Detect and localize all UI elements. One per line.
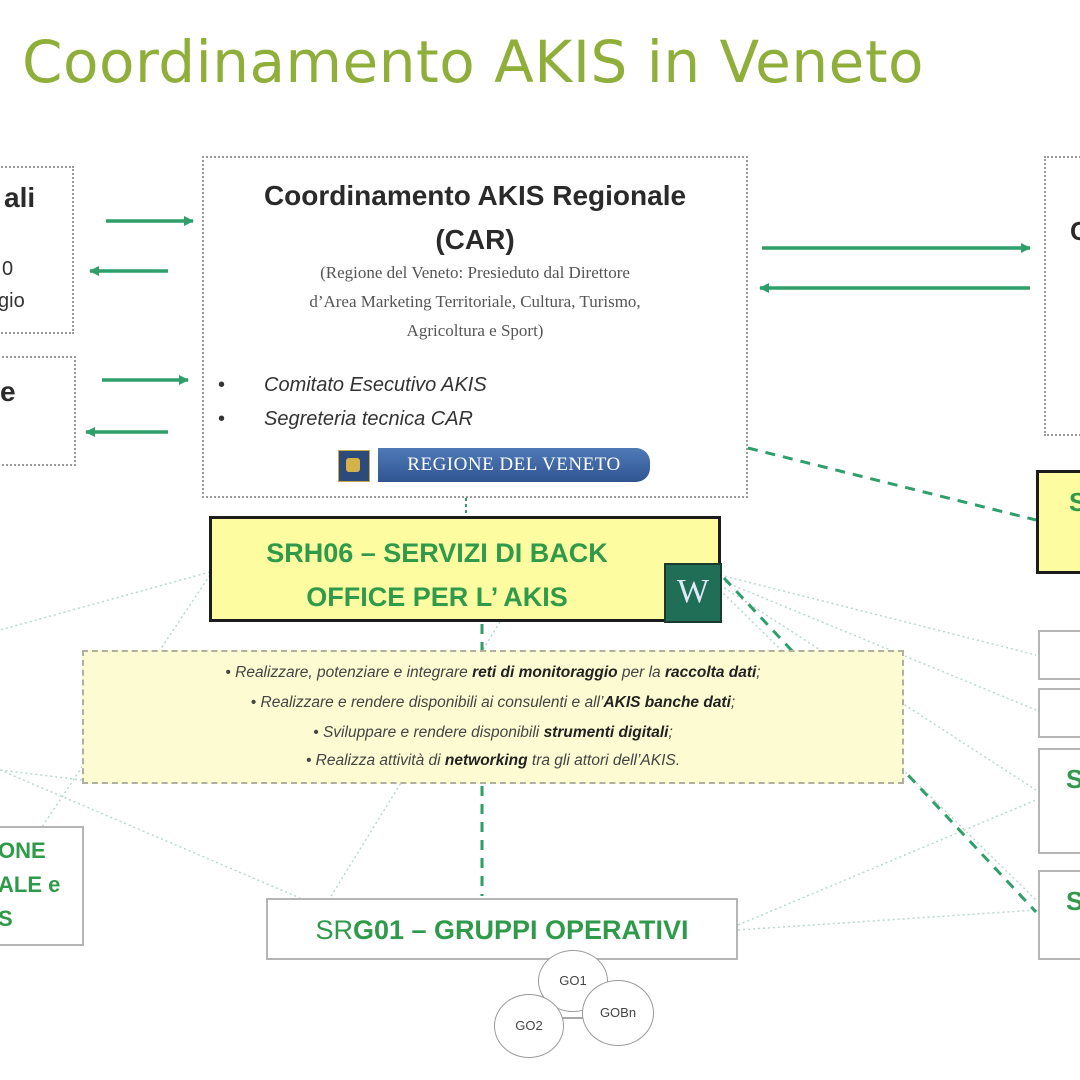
w-logo-icon: W [664,563,722,623]
page-title: Coordinamento AKIS in Veneto [22,28,925,96]
bullet-dot: • [218,408,226,430]
car-desc-line1: (Regione del Veneto: Presieduto dal Dire… [320,263,630,282]
objective-4: • Realizza attività di networking tra gl… [305,752,681,769]
right-box-top: C [1044,156,1080,436]
objective-3: • Sviluppare e rendere disponibili strum… [313,724,673,741]
car-bullet-1-text: Comitato Esecutivo AKIS [264,374,487,396]
srh06-box: SRH06 – SERVIZI DI BACK OFFICE PER L’ AK… [209,516,722,623]
right-box-mid: S [1038,748,1080,854]
left-box-top-line3: gio [0,290,25,312]
right-box-mid-letter: S [1066,764,1080,794]
dashed-links [480,446,1038,914]
srh06-title-line1: SRH06 – SERVIZI DI BACK [266,538,608,568]
objective-2: • Realizzare e rendere disponibili ai co… [250,694,736,711]
car-description: (Regione del Veneto: Presieduto dal Dire… [214,258,736,345]
srg01-title: SRG01 – GRUPPI OPERATIVI [268,900,736,960]
left-box-middle-line1: e [0,376,16,407]
srh06-title: SRH06 – SERVIZI DI BACK OFFICE PER L’ AK… [212,531,662,619]
left-box-bottom: ONE ALE e S [0,826,84,946]
left-box-top: ali 0 gio [0,166,74,334]
right-box-yellow: S [1036,470,1080,574]
left-box-middle: e [0,356,76,466]
car-desc-line3: Agricoltura e Sport) [406,321,544,340]
srg01-rest: G01 – GRUPPI OPERATIVI [352,915,689,945]
car-desc-line2: d’Area Marketing Territoriale, Cultura, … [309,292,641,311]
left-box-bottom-line1: ONE [0,838,46,863]
veneto-emblem-icon [338,450,370,482]
left-box-top-line2: 0 [2,258,14,280]
right-box-top-letter: C [1070,216,1080,246]
arrows [85,216,1031,437]
go-circle-n: GOBn [582,980,654,1046]
car-bullet-1: • Comitato Esecutivo AKIS [218,374,487,397]
srh06-title-line2: OFFICE PER L’ AKIS [306,582,568,612]
car-title: Coordinamento AKIS Regionale (CAR) [204,174,746,262]
objective-1: • Realizzare, potenziare e integrare ret… [225,664,761,681]
srg01-box: SRG01 – GRUPPI OPERATIVI [266,898,738,960]
objectives-box: • Realizzare, potenziare e integrare ret… [82,650,904,784]
car-bullet-2: • Segreteria tecnica CAR [218,408,473,431]
right-box-small-2 [1038,688,1080,738]
right-box-small-1 [1038,630,1080,680]
right-box-bottom-letter: S [1066,886,1080,916]
left-box-bottom-line3: S [0,906,13,931]
go-circle-2: GO2 [494,994,564,1058]
car-box: Coordinamento AKIS Regionale (CAR) (Regi… [202,156,748,498]
right-box-bottom: S [1038,870,1080,960]
left-box-bottom-line2: ALE e [0,872,61,897]
regione-veneto-logo: REGIONE DEL VENETO [338,448,650,482]
bullet-dot: • [218,374,226,396]
regione-veneto-logo-text: REGIONE DEL VENETO [378,448,650,482]
car-title-line2: (CAR) [435,224,515,255]
right-box-yellow-letter: S [1069,487,1080,517]
car-bullet-2-text: Segreteria tecnica CAR [264,408,473,430]
srg01-prefix: SR [315,915,353,945]
car-title-line1: Coordinamento AKIS Regionale [263,180,687,211]
left-box-top-line1: ali [4,182,36,213]
